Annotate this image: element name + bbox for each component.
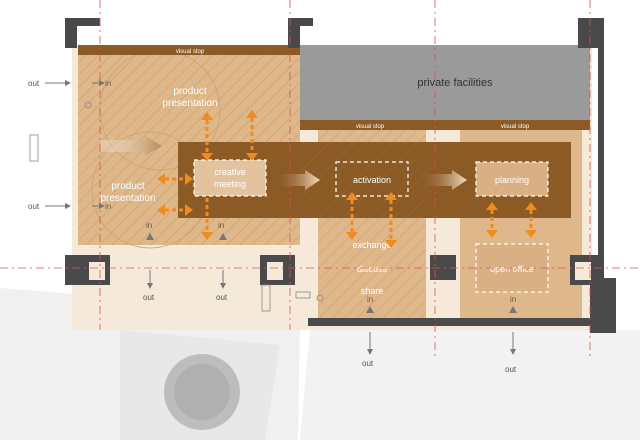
in-bottom-b-label: in xyxy=(218,221,224,230)
room-boxes: creative meeting activation planning ope… xyxy=(193,159,549,293)
walls xyxy=(65,18,616,333)
visual-stop-mid-label: visual stop xyxy=(356,124,385,130)
product-presentation-top-label-2: presentation xyxy=(162,98,217,109)
visual-stop-right-label: visual stop xyxy=(501,124,530,130)
orange-arrowheads xyxy=(157,110,537,248)
in-share-label: in xyxy=(367,295,373,304)
discuss-label: discuss xyxy=(357,264,388,274)
exchange-label: exchange xyxy=(352,240,391,250)
in-office-label: in xyxy=(510,295,516,304)
circulation-markers: out in out in in in out out in out in ou… xyxy=(28,79,517,374)
in-left-top-label: in xyxy=(105,79,111,88)
zone-texts: product presentation product presentatio… xyxy=(100,86,391,296)
columns xyxy=(89,262,591,280)
product-presentation-left-label-1: product xyxy=(111,181,145,192)
visual-stop-top-label: visual stop xyxy=(176,49,205,55)
open-office-label: open office xyxy=(490,264,534,274)
orange-connectors xyxy=(165,118,533,240)
product-presentation-top-label-1: product xyxy=(173,86,207,97)
in-bottom-a-label: in xyxy=(146,221,152,230)
planning-label: planning xyxy=(495,175,529,185)
visual-stop-bands: visual stop visual stop visual stop xyxy=(78,45,590,130)
product-presentation-left-label-2: presentation xyxy=(100,193,155,204)
private-facilities-zone: private facilities xyxy=(300,45,590,120)
private-facilities-label: private facilities xyxy=(417,77,493,89)
grid-axes xyxy=(0,0,640,360)
out-left-top-label: out xyxy=(28,79,40,88)
out-bottom-a-label: out xyxy=(143,293,155,302)
out-share-label: out xyxy=(362,359,374,368)
out-bottom-b-label: out xyxy=(216,293,228,302)
out-left-mid-label: out xyxy=(28,202,40,211)
share-label: share xyxy=(361,286,384,296)
creative-meeting-label-1: creative xyxy=(214,167,246,177)
activation-label: activation xyxy=(353,175,391,185)
out-office-label: out xyxy=(505,365,517,374)
door-symbols xyxy=(29,101,324,312)
in-left-mid-label: in xyxy=(105,202,111,211)
creative-meeting-label-2: meeting xyxy=(214,179,246,189)
